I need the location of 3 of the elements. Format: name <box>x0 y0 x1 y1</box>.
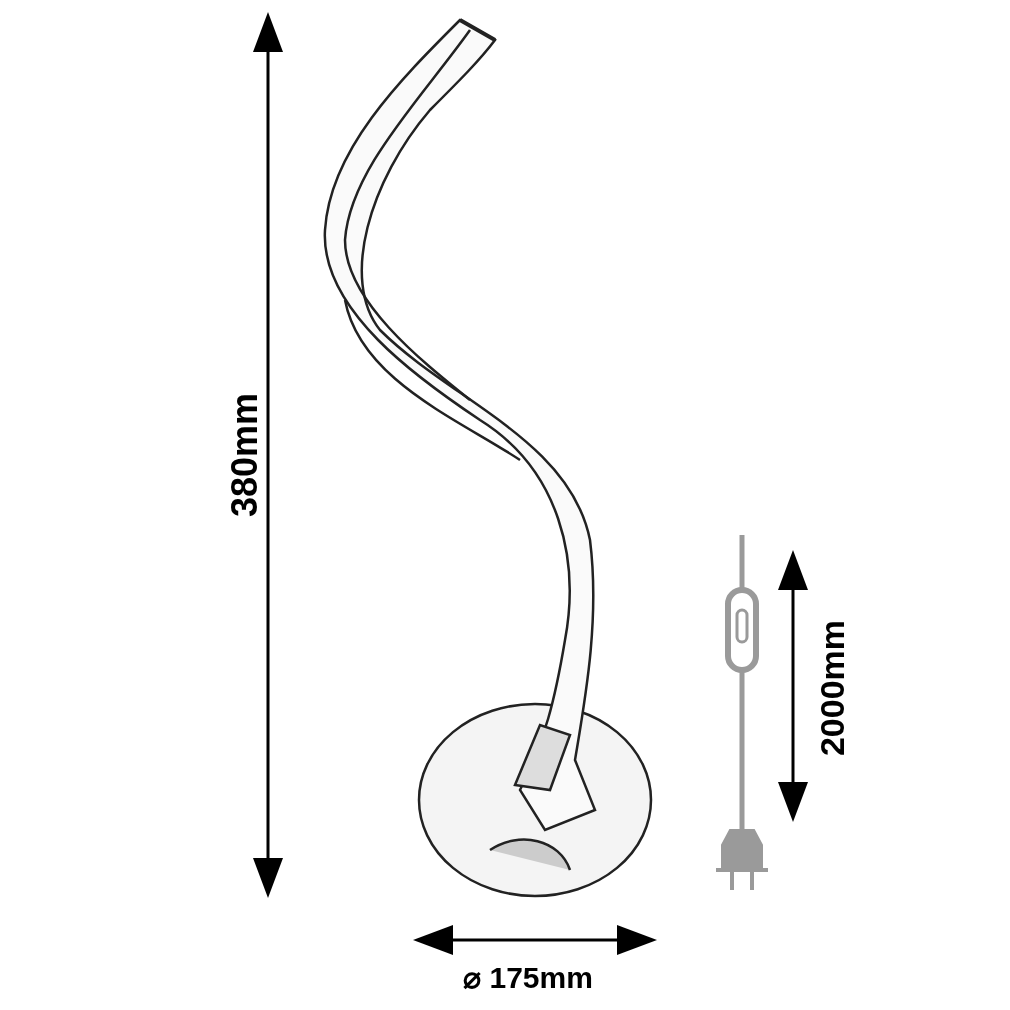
dimension-label: ⌀ 175mm <box>463 963 593 993</box>
dimension-label: 380mm <box>227 392 263 518</box>
dimension-label: 2000mm <box>815 619 849 757</box>
